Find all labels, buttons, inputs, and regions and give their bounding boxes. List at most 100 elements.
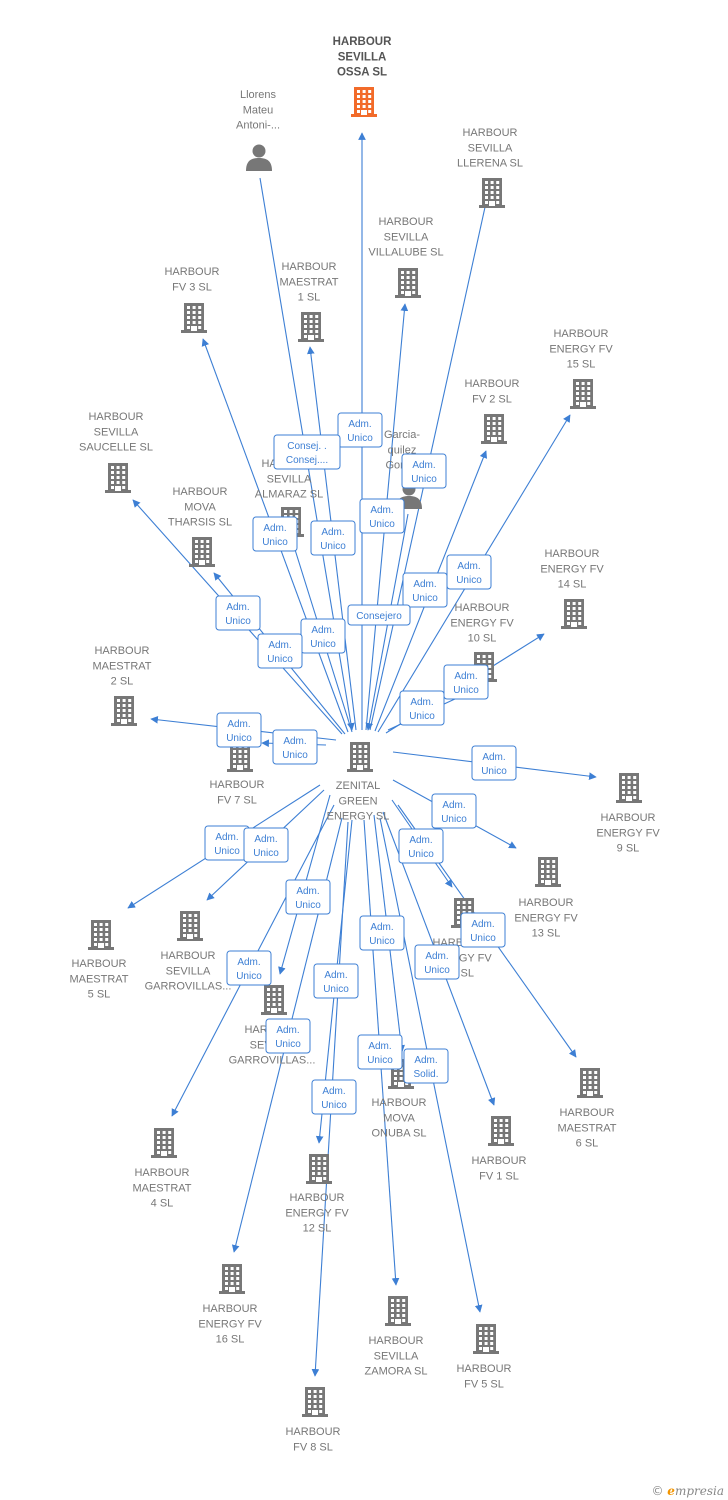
edge-label[interactable]: Adm.Unico [204,825,250,861]
edge-label-text: Adm. [276,1025,299,1036]
edge-label-box [337,412,383,448]
edge-label[interactable]: Adm.Unico [359,498,405,534]
edge-label[interactable]: Adm.Unico [285,879,331,915]
company-node[interactable]: HARBOUR FV 1 SL [471,1116,527,1182]
edge-label-text: Unico [453,685,479,696]
node-label-line: ENERGY FV [514,912,578,924]
edge-label[interactable]: Adm. Unico [431,793,477,829]
node-label-line: HARBOUR [559,1107,614,1119]
node-label-line: ENERGY FV [596,827,660,839]
edge-label[interactable]: Adm.Unico [311,1079,357,1115]
edge-label-text: Adm. [425,951,448,962]
edge-label[interactable]: Adm.Unico [359,915,405,951]
edge-label[interactable]: Consej. .Consej.... [273,434,341,470]
node-label-line: FV 1 SL [479,1170,519,1182]
edge-label-text: Unico [214,846,240,857]
building-icon [395,268,421,298]
edge-label[interactable]: Adm.Unico [414,944,460,980]
edge-label-box [398,828,444,864]
edge-label[interactable]: Consejero [347,604,411,626]
edge-label[interactable]: Adm.Unico [272,729,318,765]
edge-label[interactable]: Adm.Unico [216,712,262,748]
edge-label[interactable]: Adm.Unico [401,453,447,489]
edge-label-box [311,1079,357,1115]
node-label-line: SEVILLA [94,426,139,438]
company-node[interactable]: HARBOURSEVILLAGARROVILLAS... [145,911,232,993]
edge-label[interactable]: Adm.Unico [446,554,492,590]
edge-label[interactable]: Adm.Unico [313,963,359,999]
edge-label[interactable]: Adm.Unico [460,912,506,948]
node-label-line: 9 SL [617,843,640,855]
edge-label-text: Unico [441,814,467,825]
edge-label[interactable]: Adm.Unico [443,664,489,700]
footer-brand[interactable]: © empresia [651,1484,724,1498]
node-label-line: SAUCELLE SL [79,442,153,454]
building-icon [298,312,324,342]
edge-label-text: Unico [295,900,321,911]
edge-label-text: Adm. [442,800,465,811]
edge-label[interactable]: Adm.Unico [257,633,303,669]
node-label-line: HARBOUR [134,1167,189,1179]
edge-label-text: Unico [310,639,336,650]
edge-label[interactable]: Adm.Unico [300,618,346,654]
edge-label[interactable]: Adm.Unico [471,745,517,781]
node-label-line: ZENITAL [336,780,380,792]
edge-label-text: Unico [369,936,395,947]
node-label-line: Mateu [243,104,274,116]
edge-label[interactable]: Adm.Unico [243,827,289,863]
node-label-line: SEVILLA [384,231,429,243]
edge-label[interactable]: Adm.Unico [398,828,444,864]
building-icon [151,1128,177,1158]
node-label-line: HARBOUR [471,1155,526,1167]
edge-label-box [471,745,517,781]
edge-label-text: Consej.... [286,455,328,466]
edge-label-text: Adm. [368,1041,391,1052]
edge-label[interactable]: Adm.Unico [252,516,298,552]
edge-label[interactable]: Adm.Unico [226,950,272,986]
edge-label[interactable]: Adm.Unico [337,412,383,448]
edge-label[interactable]: Adm.Solid. [403,1048,449,1084]
edge-label-box [414,944,460,980]
edge-label[interactable]: Adm.Unico [215,595,261,631]
node-label-line: HARBOUR [378,216,433,228]
edge-label-box [226,950,272,986]
building-icon [561,599,587,629]
person-node[interactable]: LlorensMateuAntoni-... [236,89,280,171]
edge-label[interactable]: Adm.Unico [310,520,356,556]
edge-label[interactable]: Adm.Unico [357,1034,403,1070]
edge-label-text: Unico [321,1100,347,1111]
edge-label[interactable]: Adm.Unico [402,572,448,608]
edge-label-box [359,498,405,534]
edge-label-box [216,712,262,748]
node-label-line: HARBOUR [281,261,336,273]
edge-label-text: Adm. [370,505,393,516]
node-label-line: GARROVILLAS... [145,981,232,993]
edge-label[interactable]: Adm.Unico [399,690,445,726]
node-label-line: FV 3 SL [172,281,212,293]
edge-label-text: Adm. [471,919,494,930]
edge-label[interactable]: Adm.Unico [265,1018,311,1054]
